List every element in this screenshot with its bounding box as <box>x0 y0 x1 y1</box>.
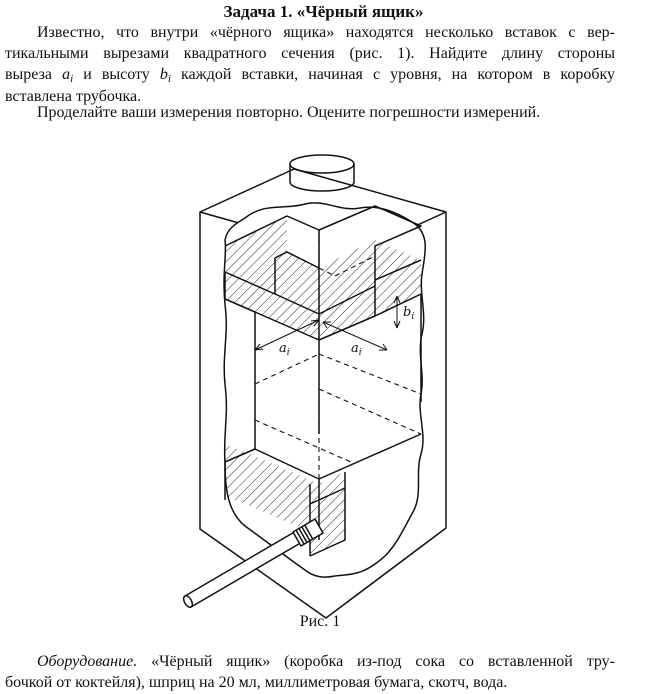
dimension-label-a-left: ai <box>279 341 290 358</box>
upper-insert <box>224 205 422 449</box>
equipment-paragraph: Оборудование. «Чёрный ящик» (коробка из-… <box>5 651 615 693</box>
task-paragraph: Проделайте ваши измерения повторно. Оцен… <box>37 104 541 121</box>
black-box-figure: ai ai bi <box>182 154 447 619</box>
equipment-line-2: бочкой от коктейля), шприц на 20 мл, мил… <box>5 674 508 692</box>
straw <box>182 518 324 608</box>
dimension-lines <box>254 295 401 351</box>
statement-line-1: Известно, что внутри «чёрного ящика» нах… <box>37 24 615 41</box>
dimension-label-b: bi <box>403 305 414 322</box>
statement-line-3-start: выреза <box>5 66 53 84</box>
problem-title: Задача 1. «Чёрный ящик» <box>223 2 424 21</box>
equipment-line-1: Оборудование. «Чёрный ящик» (коробка из-… <box>5 651 615 672</box>
variable-a: a <box>62 66 71 84</box>
equipment-label: Оборудование. <box>37 653 138 670</box>
variable-b: b <box>159 66 168 84</box>
box-cap <box>289 154 355 192</box>
figure-caption: Рис. 1 <box>299 613 341 630</box>
statement-line-3-middle: и высоту <box>83 66 150 84</box>
statement-line-3: выреза ai и высоту bi каждой вставки, на… <box>5 64 615 85</box>
statement-line-3-end: каждой вставки, начиная с уровня, на кот… <box>181 66 616 84</box>
variable-b-subscript: i <box>167 73 171 86</box>
equipment-line-1-rest: «Чёрный ящик» (коробка из-под сока со вс… <box>151 653 616 670</box>
problem-statement: Известно, что внутри «чёрного ящика» нах… <box>5 22 615 107</box>
dimension-label-a-right: ai <box>351 341 362 358</box>
variable-a-subscript: i <box>70 73 74 86</box>
statement-line-4: вставлена трубочка. <box>5 87 142 105</box>
statement-line-2: тикальными вырезами квадратного сечения … <box>5 45 615 63</box>
